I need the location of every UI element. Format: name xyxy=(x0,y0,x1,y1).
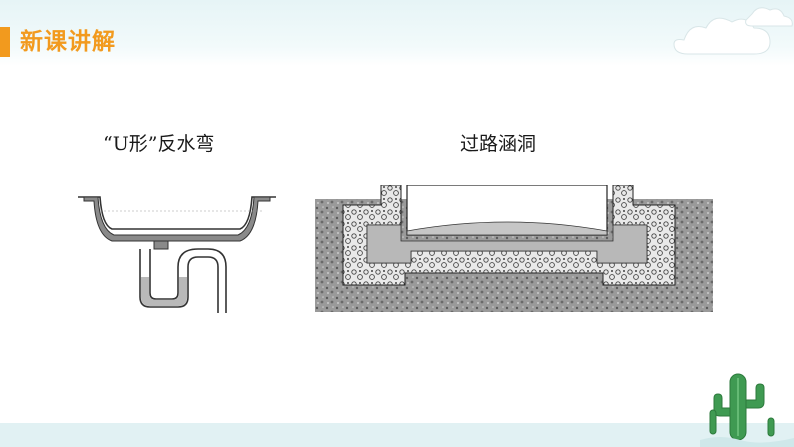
road-culvert-cross-section-diagram xyxy=(315,185,713,312)
section-marker xyxy=(0,27,10,57)
cactus-icon xyxy=(700,373,794,447)
header-band xyxy=(0,0,794,66)
cloud-icon xyxy=(673,7,793,55)
section-title: 新课讲解 xyxy=(20,29,116,55)
footer-band xyxy=(0,423,794,447)
u-shaped-drain-trap-diagram xyxy=(50,185,290,313)
figure-caption-u-trap: “U形”反水弯 xyxy=(103,133,215,155)
figure-caption-culvert: 过路涵洞 xyxy=(460,133,537,155)
